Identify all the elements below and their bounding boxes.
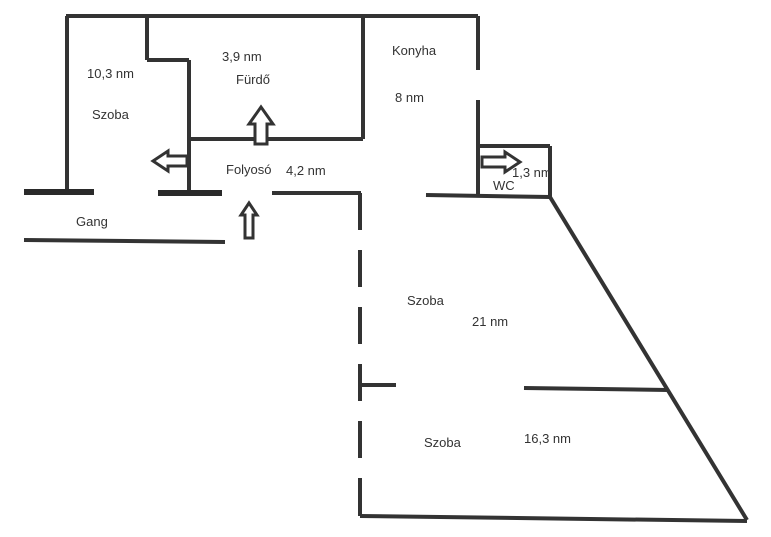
room-konyha-area: 8 nm bbox=[395, 90, 424, 105]
arrows bbox=[150, 104, 523, 240]
room-szoba-left-name: Szoba bbox=[92, 107, 130, 122]
room-szoba-big-area: 21 nm bbox=[472, 314, 508, 329]
wall-kitchen-bottom bbox=[425, 193, 551, 199]
room-furdo-area: 3,9 nm bbox=[222, 49, 262, 64]
room-folyoso-name: Folyosó bbox=[226, 162, 272, 177]
room-gang-name: Gang bbox=[76, 214, 108, 229]
arrow-left-room-icon bbox=[150, 148, 189, 174]
room-wc-name: WC bbox=[493, 178, 515, 193]
room-konyha-name: Konyha bbox=[392, 43, 437, 58]
wall-slanted-right bbox=[548, 195, 749, 522]
room-furdo-name: Fürdő bbox=[236, 72, 270, 87]
room-wc-area: 1,3 nm bbox=[512, 165, 552, 180]
room-folyoso-area: 4,2 nm bbox=[286, 163, 326, 178]
labels: 10,3 nm Szoba 3,9 nm Fürdő Konyha 8 nm F… bbox=[76, 43, 571, 450]
room-szoba-left-area: 10,3 nm bbox=[87, 66, 134, 81]
arrow-right-wc-icon bbox=[480, 149, 523, 175]
arrow-up-entrance-icon bbox=[238, 200, 260, 240]
wall-partition bbox=[523, 386, 669, 392]
wall-bottom bbox=[359, 514, 748, 523]
room-szoba-bottom-name: Szoba bbox=[424, 435, 462, 450]
room-szoba-big-name: Szoba bbox=[407, 293, 445, 308]
walls bbox=[23, 14, 749, 523]
wall-gang-bottom bbox=[23, 238, 226, 244]
arrow-up-bathroom-icon bbox=[246, 104, 276, 146]
room-szoba-bottom-area: 16,3 nm bbox=[524, 431, 571, 446]
